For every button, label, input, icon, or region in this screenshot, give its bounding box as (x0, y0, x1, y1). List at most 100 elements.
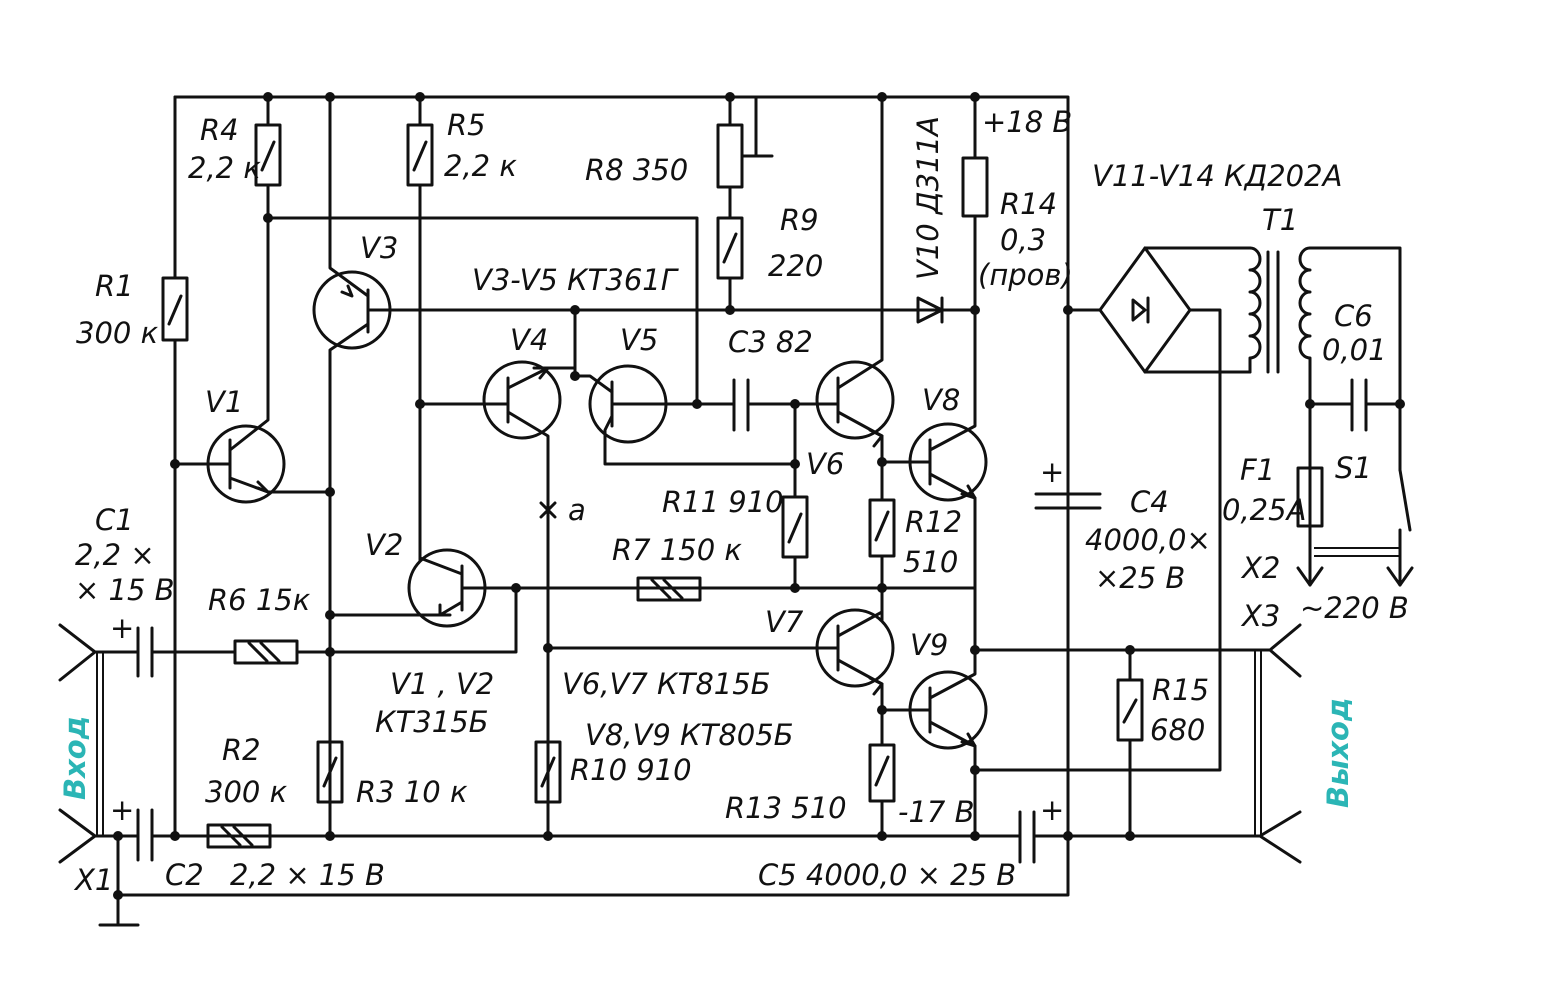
c1-value-1: 2,2 × (75, 538, 155, 572)
r13-resistor (868, 743, 896, 838)
r3-resistor (316, 740, 344, 804)
r14-value: 0,3 (1000, 223, 1046, 257)
c1-capacitor (58, 623, 237, 682)
r4-value: 2,2 к (188, 151, 261, 185)
r14-label: R14 (1000, 187, 1057, 221)
r5-value: 2,2 к (444, 149, 517, 183)
c2-value: 2,2 × 15 В (230, 858, 385, 892)
s1-switch (1314, 402, 1414, 587)
r4-resistor (254, 95, 699, 406)
x2-label: X2 (1240, 551, 1280, 585)
r1-label: R1 (95, 269, 134, 303)
f1-value: 0,25А (1222, 493, 1306, 527)
v6-label: V6 (806, 447, 844, 481)
bottom-rail (98, 834, 1070, 927)
bridge-label: V11-V14 КД202А (1092, 159, 1342, 193)
r13-label: R13 510 (725, 791, 847, 825)
c1-value-2: × 15 В (75, 573, 175, 607)
v1v2-label: V1 , V2 (390, 667, 494, 701)
r8-potentiometer (716, 95, 774, 220)
v7-label: V7 (765, 605, 804, 639)
v4-transistor (418, 360, 577, 838)
r4-label: R4 (200, 113, 239, 147)
c2-plus: + (110, 793, 134, 827)
s1-label: S1 (1335, 451, 1372, 485)
top-rail (173, 95, 1070, 840)
v1v2-type: КТ315Б (375, 705, 489, 739)
r8-label: R8 350 (585, 153, 688, 187)
f1-label: F1 (1240, 453, 1275, 487)
v2-label: V2 (365, 528, 403, 562)
c1-plus: + (110, 611, 134, 645)
r15-resistor (1116, 648, 1144, 838)
input-label: Вход (58, 716, 92, 800)
f1-fuse (1296, 402, 1324, 587)
r11-resistor (781, 402, 809, 590)
v1-transistor (173, 210, 332, 504)
c4-capacitor (1034, 492, 1102, 510)
mains-label: ~220 В (1300, 591, 1409, 625)
c4-value-2: ×25 В (1095, 561, 1185, 595)
r1-resistor (161, 95, 189, 838)
r9-label: R9 (780, 203, 819, 237)
x1-label: X1 (73, 863, 113, 897)
v4-label: V4 (510, 323, 548, 357)
r5-resistor (406, 95, 434, 562)
c4-value-1: 4000,0× (1085, 523, 1211, 557)
r15-label: R15 (1152, 673, 1209, 707)
v9-label: V9 (910, 628, 948, 662)
r9-resistor (716, 216, 744, 312)
c6-value: 0,01 (1322, 333, 1387, 367)
c5-capacitor (998, 810, 1070, 864)
r12-label: R12 (905, 505, 962, 539)
v7-transistor (546, 586, 895, 747)
v3-transistor (312, 95, 977, 838)
r5-label: R5 (447, 108, 486, 142)
r3-label: R3 10 к (356, 775, 468, 809)
v5-label: V5 (620, 323, 658, 357)
r10-label: R10 910 (570, 753, 692, 787)
r2-value: 300 к (205, 775, 288, 809)
c6-capacitor (1308, 378, 1402, 432)
c4-plus: + (1040, 455, 1064, 489)
r11-label: R11 910 (662, 485, 784, 519)
v9-transistor (880, 648, 988, 838)
v3-label: V3 (360, 231, 398, 265)
r1-value: 300 к (76, 316, 159, 350)
c6-label: C6 (1334, 299, 1373, 333)
c4-label: C4 (1130, 485, 1169, 519)
c2-label: C2 (165, 858, 204, 892)
point-a-label: a (568, 493, 586, 527)
v6-transistor (815, 95, 895, 502)
r15-value: 680 (1150, 713, 1205, 747)
v10-label: V10 Д311А (911, 116, 945, 280)
r14-resistor (961, 95, 989, 312)
c5-label: C5 4000,0 × 25 В (758, 858, 1016, 892)
c1-label: C1 (95, 503, 134, 537)
r6-label: R6 15к (208, 583, 311, 617)
bridge-rectifier (1066, 246, 1252, 374)
r2-label: R2 (222, 733, 261, 767)
v8-transistor (880, 308, 988, 652)
plus18-label: +18 В (982, 105, 1072, 139)
v6v7-label: V6,V7 КТ815Б (562, 667, 771, 701)
r14-note: (пров) (978, 258, 1073, 292)
v3v5-label: V3-V5 КТ361Г (472, 263, 680, 297)
c5-plus: + (1040, 793, 1064, 827)
v10-diode (916, 296, 944, 324)
r7-resistor (636, 576, 702, 602)
r6-resistor (233, 586, 518, 665)
t1-transformer (1248, 246, 1402, 406)
v8-label: V8 (922, 383, 960, 417)
r7-label: R7 150 к (612, 533, 742, 567)
v1-label: V1 (205, 385, 243, 419)
x3-label: X3 (1240, 599, 1280, 633)
c3-label: C3 82 (728, 325, 813, 359)
r2-resistor (206, 823, 272, 849)
v8v9-label: V8,V9 КТ805Б (585, 718, 794, 752)
point-a-mark (539, 501, 557, 519)
junction-dots (113, 92, 1405, 900)
minus17-label: -17 В (898, 795, 974, 829)
r10-resistor (534, 740, 562, 804)
